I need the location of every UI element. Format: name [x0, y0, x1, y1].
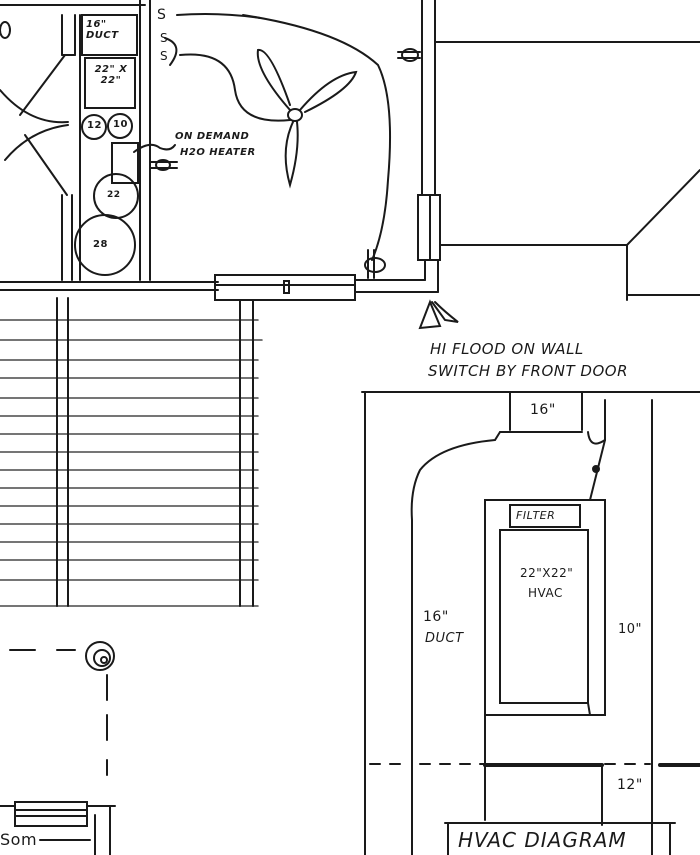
hvac-label: HVAC: [528, 586, 563, 600]
circle-22-label: 22: [107, 190, 121, 200]
dim-10-label: 10": [618, 622, 643, 637]
flood-label-line1: HI FLOOD ON WALL: [430, 340, 584, 358]
filter-label: FILTER: [516, 509, 556, 522]
switch-s3: S: [160, 49, 169, 63]
heater-label-line1: ON DEMAND: [175, 131, 250, 142]
heater-label-line2: H2O HEATER: [180, 147, 256, 158]
hvac-diagram-title: HVAC DIAGRAM: [458, 828, 627, 852]
duct-16-left-line1: 16": [423, 609, 449, 625]
circle-12-label: 12: [87, 120, 102, 131]
duct-16-label: 16" DUCT: [86, 19, 119, 41]
hvac-size-label: 22"X22": [520, 566, 574, 580]
circle-10-label: 10: [113, 119, 128, 130]
switch-s1: S: [157, 7, 167, 23]
partial-label-bottom-left: Som: [0, 830, 38, 849]
switch-s2: S: [160, 31, 169, 45]
dim-12-label: 12": [617, 777, 643, 793]
dim-16-top: 16": [530, 402, 556, 418]
circle-28-label: 28: [93, 239, 108, 250]
duct-16-left-line2: DUCT: [425, 631, 464, 646]
flood-label-line2: SWITCH BY FRONT DOOR: [428, 362, 629, 380]
duct-22-label: 22" x 22": [94, 64, 128, 86]
